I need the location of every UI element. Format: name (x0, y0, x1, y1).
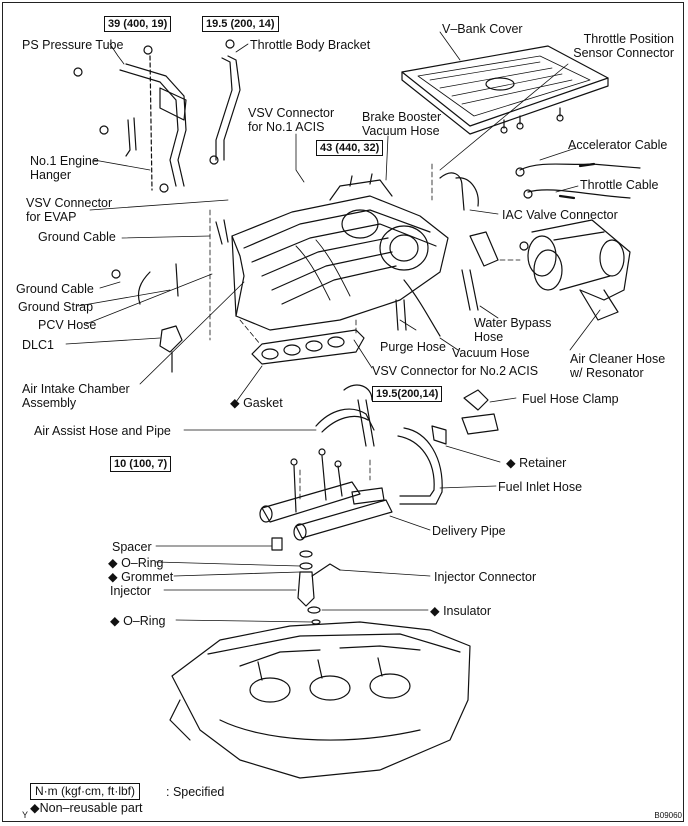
ps-pressure-tube-drawing (73, 45, 187, 193)
label-throttle-position-sensor-connector: Throttle Position Sensor Connector (573, 32, 674, 60)
leader-lines (65, 31, 601, 623)
label-gasket: ◆ Gasket (230, 396, 283, 410)
label-vacuum-hose: Vacuum Hose (452, 346, 530, 360)
label-dlc1: DLC1 (22, 338, 54, 352)
figure-code: B09060 (654, 811, 682, 820)
label-grommet: ◆ Grommet (108, 570, 174, 584)
delivery-pipe-drawing (259, 448, 393, 541)
fuel-hose-clamp-drawing (431, 389, 499, 445)
label-ground-strap: Ground Strap (18, 300, 94, 314)
label-o-ring-2: ◆ O–Ring (110, 614, 166, 628)
torque-19-5-box-mid: 19.5(200,14) (372, 386, 443, 402)
label-fuel-inlet-hose: Fuel Inlet Hose (498, 480, 583, 494)
intake-chamber-drawing (231, 173, 449, 331)
label-pcv-hose: PCV Hose (38, 318, 97, 332)
torque-39-box: 39 (400, 19) (104, 16, 172, 32)
label-throttle-body-bracket: Throttle Body Bracket (250, 38, 371, 52)
label-v-bank-cover: V–Bank Cover (442, 22, 523, 36)
label-air-intake-chamber: Air Intake Chamber Assembly (22, 382, 130, 410)
label-injector-connector: Injector Connector (434, 570, 537, 584)
torque-19-5-box-top: 19.5 (200, 14) (202, 16, 279, 32)
dashed-guide-lines (209, 163, 521, 501)
label-ground-cable-2: Ground Cable (16, 282, 94, 296)
label-air-assist-hose: Air Assist Hose and Pipe (34, 424, 171, 438)
cables-drawing (515, 162, 641, 200)
label-ground-cable-1: Ground Cable (38, 230, 116, 244)
label-water-bypass-hose: Water Bypass Hose (474, 316, 552, 344)
engine-block-drawing (169, 621, 471, 779)
fuel-inlet-hose-drawing (351, 427, 443, 505)
label-air-cleaner-hose: Air Cleaner Hose w/ Resonator (570, 352, 666, 380)
label-fuel-hose-clamp: Fuel Hose Clamp (522, 392, 619, 406)
label-vsv-connector-acis1: VSV Connector for No.1 ACIS (248, 106, 335, 134)
legend-non-reusable: ◆Non–reusable part (30, 801, 143, 815)
label-no1-engine-hanger: No.1 Engine Hanger (30, 154, 99, 182)
label-o-ring-1: ◆ O–Ring (108, 556, 164, 570)
label-delivery-pipe: Delivery Pipe (432, 524, 506, 538)
air-assist-hose-drawing (315, 384, 375, 447)
label-retainer: ◆ Retainer (506, 456, 567, 470)
injector-drawing (271, 537, 341, 625)
gasket-drawing (251, 329, 365, 365)
label-vsv-connector-evap: VSV Connector for EVAP (26, 196, 113, 224)
label-purge-hose: Purge Hose (380, 340, 447, 354)
label-iac-valve-connector: IAC Valve Connector (502, 208, 618, 222)
label-spacer: Spacer (112, 540, 152, 554)
torque-10-box: 10 (100, 7) (110, 456, 172, 472)
label-ps-pressure-tube: PS Pressure Tube (22, 38, 124, 52)
legend-torque-unit-box: N·m (kgf·cm, ft·lbf) (30, 783, 140, 800)
v-bank-cover-drawing (401, 45, 609, 135)
legend-specified: : Specified (166, 785, 225, 799)
label-brake-booster-vacuum-hose: Brake Booster Vacuum Hose (362, 110, 442, 138)
label-throttle-cable: Throttle Cable (580, 178, 659, 192)
label-injector: Injector (110, 584, 151, 598)
label-insulator: ◆ Insulator (430, 604, 492, 618)
hoses-drawing (395, 172, 499, 337)
left-cables-drawing (111, 219, 229, 373)
corner-mark: Y (22, 810, 29, 820)
torque-43-box: 43 (440, 32) (316, 140, 384, 156)
throttle-body-bracket-drawing (209, 39, 241, 165)
air-cleaner-hose-drawing (519, 219, 631, 321)
label-vsv-connector-acis2: VSV Connector for No.2 ACIS (372, 364, 539, 378)
label-accelerator-cable: Accelerator Cable (568, 138, 668, 152)
